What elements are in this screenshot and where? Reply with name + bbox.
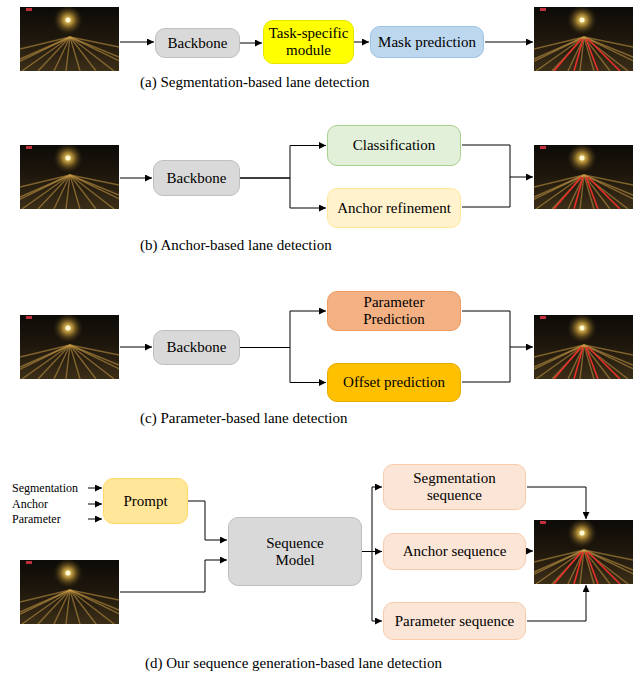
- input-arrow: [120, 42, 154, 43]
- process-box: Backbone: [153, 330, 240, 365]
- box-label: Mask prediction: [376, 34, 478, 51]
- prompt-input-arrow: [88, 519, 102, 520]
- process-box: Anchor refinement: [327, 188, 461, 228]
- box-label: Backbone: [158, 339, 235, 356]
- box-label: Backbone: [158, 170, 235, 187]
- box-label: Sequence Model: [249, 535, 341, 569]
- process-box: Backbone: [153, 160, 240, 196]
- panel-caption: (d) Our sequence generation-based lane d…: [145, 654, 442, 672]
- lane-result-photo: [514, 313, 637, 379]
- lane-result-photo: [514, 518, 637, 584]
- process-box: Mask prediction: [370, 26, 484, 58]
- box-label: Backbone: [160, 35, 235, 52]
- process-box: Parameter sequence: [383, 602, 526, 640]
- connector-arrow: [362, 552, 382, 622]
- road-photo: [0, 5, 140, 71]
- prompt-input-arrow: [88, 504, 102, 505]
- process-box: Task-specific module: [263, 20, 354, 64]
- panel-caption: (c) Parameter-based lane detection: [140, 409, 348, 427]
- process-box: Anchor sequence: [383, 533, 526, 570]
- box-label: Offset prediction: [334, 374, 454, 391]
- lane-result-photo: [514, 143, 637, 209]
- output-arrow: [510, 347, 533, 348]
- image-input-arrow: [120, 560, 227, 592]
- output-arrow: [527, 551, 533, 552]
- box-label: Classification: [334, 137, 454, 154]
- input-label: Parameter: [12, 512, 61, 527]
- panel-caption: (b) Anchor-based lane detection: [140, 236, 332, 254]
- connector-arrow: [240, 348, 326, 383]
- connector-arrow: [240, 146, 326, 179]
- connector-arrow: [354, 42, 369, 43]
- road-photo: [0, 558, 140, 624]
- box-label: Parameter Prediction: [334, 294, 454, 328]
- connector-arrow: [240, 311, 326, 348]
- road-photo: [0, 313, 140, 379]
- merge-line: [462, 311, 510, 382]
- connector-arrow: [188, 501, 227, 540]
- output-arrow: [510, 177, 533, 178]
- box-label: Segmentation sequence: [390, 470, 519, 504]
- merge-line: [462, 145, 510, 207]
- output-arrow: [527, 487, 586, 519]
- input-arrow: [120, 178, 152, 179]
- box-label: Prompt: [108, 493, 183, 510]
- box-label: Parameter sequence: [390, 613, 519, 630]
- output-arrow: [527, 585, 586, 621]
- process-box: Backbone: [155, 28, 240, 58]
- process-box: Segmentation sequence: [383, 464, 526, 510]
- connector-arrow: [240, 43, 262, 44]
- input-label: Anchor: [12, 497, 48, 512]
- process-box: Prompt: [103, 478, 188, 524]
- panel-caption: (a) Segmentation-based lane detection: [140, 73, 370, 91]
- process-box: Classification: [327, 125, 461, 166]
- process-box: Sequence Model: [228, 517, 362, 586]
- box-label: Anchor refinement: [334, 200, 454, 217]
- input-label: Segmentation: [12, 481, 78, 496]
- output-arrow: [485, 42, 533, 43]
- connector-arrow: [240, 178, 326, 208]
- lane-result-photo: [514, 5, 637, 71]
- connector-arrow: [362, 487, 382, 552]
- prompt-input-arrow: [88, 488, 102, 489]
- input-arrow: [120, 347, 152, 348]
- box-label: Anchor sequence: [390, 543, 519, 560]
- process-box: Parameter Prediction: [327, 291, 461, 331]
- road-photo: [0, 143, 140, 209]
- process-box: Offset prediction: [327, 363, 461, 402]
- box-label: Task-specific module: [267, 25, 350, 59]
